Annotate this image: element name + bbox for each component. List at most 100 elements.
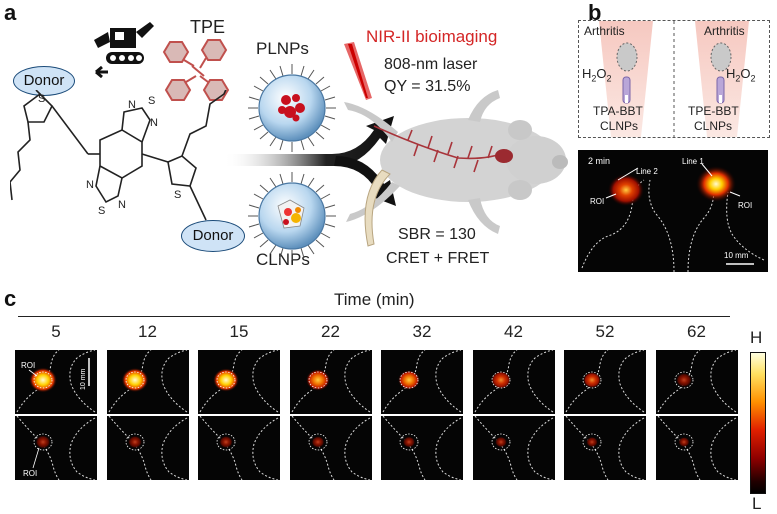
roi-label-bottom: ROI	[23, 469, 37, 478]
right-probe-line1: TPE-BBT	[688, 104, 739, 118]
left-probe-line2: CLNPs	[600, 119, 639, 133]
colorbar-low-label: L	[752, 494, 762, 513]
roi-outline	[399, 371, 419, 389]
roi-label-top: ROI	[21, 361, 35, 370]
atom-s-bottom: S	[98, 205, 105, 217]
flow-arrow-icon	[224, 116, 396, 206]
image-tile-svg	[291, 350, 370, 413]
nir-title: NIR-II bioimaging	[366, 27, 498, 46]
laser-beam-icon	[344, 42, 372, 100]
joint-contour	[474, 416, 517, 480]
qy-text: QY = 31.5%	[384, 78, 471, 95]
panel-b-roi-left: ROI	[590, 197, 604, 206]
arthritis-schematic	[599, 21, 749, 137]
joint-contour	[108, 416, 151, 480]
panel-b-fluorescence-image: 2 min Line 2 Line 1 ROI ROI 10 mm	[578, 150, 768, 272]
panel-b-line2-label: Line 2	[636, 167, 658, 176]
laser-text: 808-nm laser	[384, 56, 478, 73]
joint-contour	[382, 416, 426, 480]
image-tile-top-12	[106, 350, 189, 414]
roi-outline	[308, 371, 327, 389]
joint-contour	[160, 417, 187, 480]
image-tile-top-22	[289, 350, 372, 414]
roi-outline	[674, 433, 693, 451]
clnp-nanoparticle-icon	[248, 172, 336, 260]
h2o2-right-h: H	[726, 66, 736, 81]
image-tile-bottom-15	[198, 416, 280, 480]
image-tile-bottom-12	[106, 416, 189, 480]
roi-outline	[491, 371, 510, 389]
donor-bottom-bubble: Donor	[181, 220, 245, 252]
arthritis-left-label: Arthritis	[584, 24, 625, 38]
h2o2-right-label: H2O2	[726, 66, 756, 84]
roi-pointer	[32, 447, 40, 469]
joint-contour	[252, 417, 279, 480]
joint-contour	[160, 350, 187, 413]
h2o2-left-h: H	[582, 66, 592, 81]
joint-contour	[565, 416, 609, 480]
fluorescence-signal	[586, 436, 598, 448]
donor-top-label: Donor	[23, 72, 65, 89]
joint-contour	[69, 417, 96, 480]
image-tile-svg	[565, 350, 645, 413]
roi-outline	[582, 433, 602, 451]
image-tile-svg: ROI	[16, 416, 96, 480]
joint-contour	[709, 417, 736, 480]
joint-contour	[709, 350, 736, 413]
time-axis-title: Time (min)	[334, 290, 415, 309]
time-label-5: 5	[51, 322, 61, 341]
joint-contour	[16, 416, 60, 480]
roi-outline	[216, 371, 236, 389]
image-tile-top-52	[564, 350, 646, 414]
bbt-chemical-structure: S N S N N S N S	[10, 90, 227, 221]
atom-s-right: S	[174, 189, 181, 201]
left-probe-line1: TPA-BBT	[593, 104, 643, 118]
panel-c-letter: c	[4, 286, 17, 311]
fluorescence-signal	[219, 435, 233, 449]
joint-contour	[618, 417, 645, 480]
fluorescence-signal	[402, 436, 416, 448]
clnps-label: CLNPs	[256, 250, 310, 269]
image-tile-svg	[382, 416, 462, 480]
plnps-label: PLNPs	[256, 39, 309, 58]
image-tile-top-42	[472, 350, 555, 414]
panel-b-line1-label: Line 1	[682, 157, 704, 166]
joint-contour	[435, 350, 462, 413]
panel-b-time-label: 2 min	[588, 156, 610, 166]
roi-outline	[125, 433, 144, 451]
image-tile-svg	[382, 350, 462, 413]
time-label-32: 32	[412, 322, 432, 341]
fluorescence-signal	[490, 371, 511, 389]
image-tile-bottom-52	[564, 416, 646, 480]
fluorescence-signal	[311, 436, 324, 448]
time-label-22: 22	[321, 322, 340, 341]
roi-outline	[308, 433, 327, 451]
panel-b-letter: b	[588, 0, 602, 25]
panel-b-schematic-box	[578, 20, 770, 138]
joint-contour	[343, 350, 370, 413]
fluorescence-signal	[35, 435, 51, 449]
fluorescence-signal	[398, 370, 420, 390]
image-tile-top-62	[655, 350, 738, 414]
image-tile-svg	[199, 416, 279, 480]
time-label-15: 15	[229, 322, 249, 341]
roi-outline	[33, 433, 53, 451]
colorbar-high-label: H	[750, 328, 763, 347]
image-tile-top-15	[198, 350, 280, 414]
image-tile-svg	[565, 416, 645, 480]
time-axis-line	[18, 316, 730, 317]
fluorescence-signal	[29, 367, 57, 393]
joint-contour	[657, 416, 700, 480]
mouse-illustration	[344, 90, 568, 247]
joint-contour	[69, 350, 96, 413]
joint-contour	[199, 416, 243, 480]
image-tile-svg	[657, 350, 736, 413]
panel-a-letter: a	[4, 0, 17, 25]
arthritis-right-label: Arthritis	[704, 24, 745, 38]
fluorescence-signal	[127, 435, 142, 449]
image-tile-svg	[474, 350, 553, 413]
tpe-label: TPE	[190, 17, 226, 37]
